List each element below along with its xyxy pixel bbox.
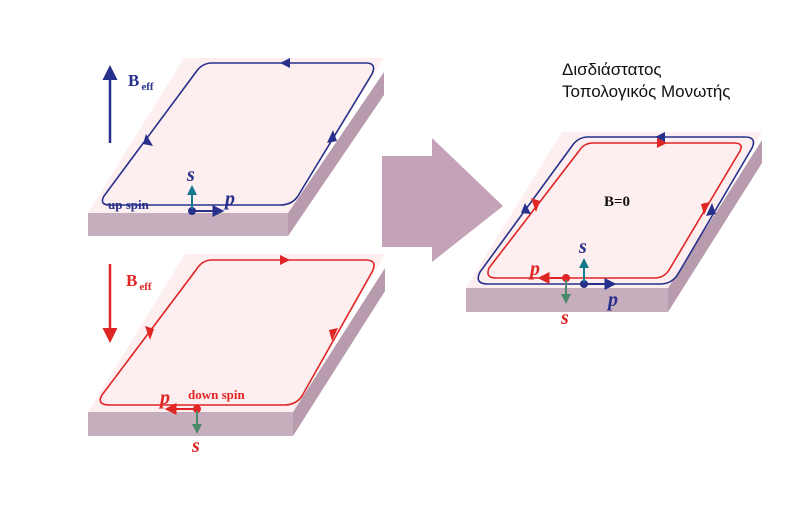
right-plate-top <box>466 132 762 288</box>
title-line-1: Δισδιάστατος <box>562 60 662 79</box>
top-edge-arrow-right <box>327 130 337 143</box>
right-s-down-label: s <box>560 307 569 329</box>
top-s-label: s <box>186 164 195 186</box>
right-s-up-label: s <box>578 236 587 258</box>
top-p-label: p <box>223 188 235 210</box>
big-right-arrow-icon <box>382 138 503 262</box>
right-plate-side-right <box>668 140 762 312</box>
right-panel: B=0 s p p s <box>466 132 762 329</box>
bottom-electron-dot <box>193 405 201 413</box>
right-edge-channel-red <box>487 142 742 279</box>
right-blue-electron-dot <box>580 280 588 288</box>
right-blue-arrow-top <box>655 132 665 142</box>
right-field-label: B=0 <box>604 194 630 210</box>
bottom-plate-side-front <box>88 412 293 436</box>
right-p-left-label: p <box>528 258 540 280</box>
top-electron-dot <box>188 207 196 215</box>
bottom-s-label: s <box>191 435 200 457</box>
top-plate-top <box>88 58 384 213</box>
bottom-plate-side-right <box>293 268 385 436</box>
right-edge-channel-blue <box>477 136 755 285</box>
title-line-2: Τοπολογικός Μονωτής <box>562 82 731 101</box>
bottom-p-label: p <box>158 387 170 409</box>
bottom-edge-arrow-left <box>145 326 154 340</box>
top-spin-label: up spin <box>108 197 150 212</box>
bottom-edge-arrow-right <box>329 328 338 341</box>
top-edge-channel <box>101 62 375 206</box>
right-red-arrow-right <box>701 202 710 215</box>
right-red-arrow-left <box>531 198 540 212</box>
right-red-electron-dot <box>562 274 570 282</box>
top-plate-side-front <box>88 213 288 236</box>
right-red-arrow-top <box>657 138 667 148</box>
top-edge-arrow-top <box>280 58 290 68</box>
bottom-plate-top <box>88 254 385 412</box>
bottom-edge-channel <box>99 259 375 406</box>
right-p-right-label: p <box>606 289 618 311</box>
right-blue-arrow-right <box>706 203 716 216</box>
top-edge-arrow-left <box>143 134 153 146</box>
bottom-edge-arrow-top <box>280 255 290 265</box>
bottom-spin-label: down spin <box>188 387 245 402</box>
right-blue-arrow-left <box>521 203 531 214</box>
top-plate-side-right <box>288 72 384 236</box>
